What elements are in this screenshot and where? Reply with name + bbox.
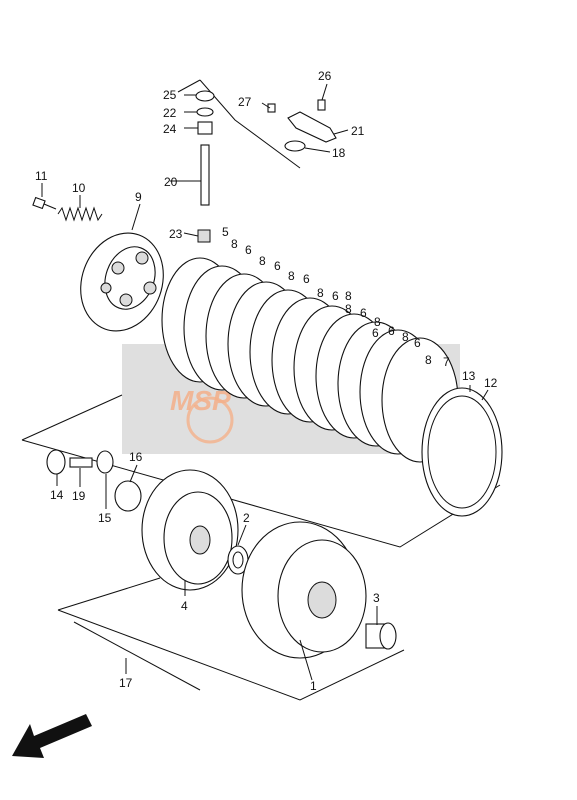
watermark-logo-icon: [186, 396, 234, 444]
part-label-8d: 8: [317, 286, 324, 300]
part-label-25: 25: [163, 88, 177, 102]
part-label-7: 7: [443, 355, 450, 369]
part-label-4: 4: [181, 599, 188, 613]
part-label-6f: 6: [388, 324, 395, 338]
pressure-plate: [80, 232, 164, 332]
part-label-24: 24: [163, 122, 177, 136]
part-label-26: 26: [318, 69, 332, 83]
part-label-20: 20: [164, 175, 178, 189]
part-label-6e: 6: [360, 306, 367, 320]
release-arm: [267, 99, 337, 152]
part-label-10: 10: [72, 181, 86, 195]
part-label-6a: 6: [245, 243, 252, 257]
part-label-15: 15: [98, 511, 112, 525]
part-label-11: 11: [35, 169, 48, 183]
part-label-27: 27: [238, 95, 252, 109]
part-label-6c: 6: [303, 272, 310, 286]
part-label-8i: 8: [345, 302, 352, 316]
clutch-sleeve-hub: [141, 469, 239, 591]
part-label-8f: 8: [374, 315, 381, 329]
part-label-6h: 6: [372, 326, 379, 340]
front-direction-arrow-icon: [12, 714, 92, 758]
part-label-8a: 8: [231, 237, 238, 251]
wire-rings: [421, 387, 503, 517]
part-label-14: 14: [50, 488, 64, 502]
part-label-8c: 8: [288, 269, 295, 283]
part-label-6d: 6: [332, 289, 339, 303]
push-rod: [73, 621, 201, 691]
part-label-8b: 8: [259, 254, 266, 268]
part-label-8h: 8: [425, 353, 432, 367]
clutch-bolt: [32, 196, 57, 210]
part-label-16: 16: [129, 450, 143, 464]
leader-lines: [41, 83, 489, 681]
part-label-2: 2: [243, 511, 250, 525]
part-label-6g: 6: [414, 336, 421, 350]
part-label-19: 19: [72, 489, 86, 503]
part-label-22: 22: [163, 106, 177, 120]
part-label-18: 18: [332, 146, 346, 160]
part-label-12: 12: [484, 376, 498, 390]
clutch-plate-stack: [161, 257, 459, 463]
part-label-8g: 8: [402, 330, 409, 344]
bearing-and-washers: [46, 449, 142, 512]
part-label-6b: 6: [274, 259, 281, 273]
release-rod: [195, 90, 215, 243]
part-labels: 1 2 3 4 5 6 6 6 6 6 6 6 6 7 8 8 8 8 8 8 …: [35, 69, 498, 693]
part-label-3: 3: [373, 591, 380, 605]
spacer: [365, 622, 397, 650]
clutch-spring: [57, 206, 103, 222]
part-label-5: 5: [222, 225, 229, 239]
part-label-23: 23: [169, 227, 183, 241]
part-label-13: 13: [462, 369, 476, 383]
part-label-9: 9: [135, 190, 142, 204]
part-label-1: 1: [310, 679, 317, 693]
part-label-21: 21: [351, 124, 365, 138]
primary-driven-gear: [241, 521, 367, 659]
part-label-17: 17: [119, 676, 133, 690]
part-label-8e: 8: [345, 289, 352, 303]
